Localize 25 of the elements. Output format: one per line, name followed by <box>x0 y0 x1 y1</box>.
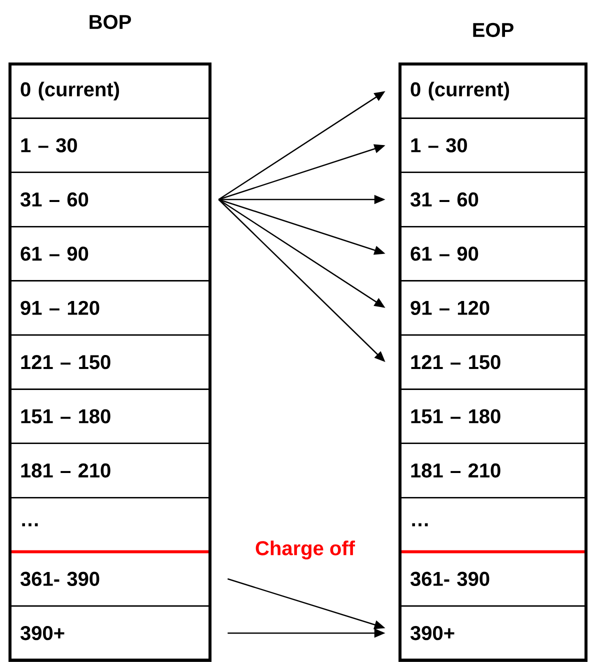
table-cell: 91 – 120 <box>9 280 211 336</box>
table-cell: 361- 390 <box>9 551 211 607</box>
table-cell: 151 – 180 <box>9 388 211 444</box>
table-cell: 1 – 30 <box>399 118 587 174</box>
table-cell: 1 – 30 <box>9 118 211 174</box>
column-heading: EOP <box>473 22 514 38</box>
table-cell: 390+ <box>9 605 211 661</box>
table-cell: 181 – 210 <box>399 442 587 498</box>
table-cell: 151 – 180 <box>399 388 587 444</box>
node-label: 0 (current) <box>410 82 510 100</box>
table-cell: 121 – 150 <box>399 334 587 390</box>
table-cell: 31 – 60 <box>9 172 211 228</box>
charge-off-label: Charge off <box>256 540 356 560</box>
table-cell: 61 – 90 <box>399 226 587 282</box>
table-cell: 181 – 210 <box>9 442 211 498</box>
table-cell: 390+ <box>399 605 587 661</box>
table-cell: 31 – 60 <box>399 172 587 228</box>
table-cell: … <box>399 496 587 552</box>
table-cell: 121 – 150 <box>9 334 211 390</box>
node-label: 0 (current) <box>20 82 119 100</box>
table-cell: … <box>9 496 211 552</box>
table-cell: 91 – 120 <box>399 280 587 336</box>
table-cell: 361- 390 <box>399 551 587 607</box>
column-heading: BOP <box>90 14 131 30</box>
table-cell: 61 – 90 <box>9 226 211 282</box>
